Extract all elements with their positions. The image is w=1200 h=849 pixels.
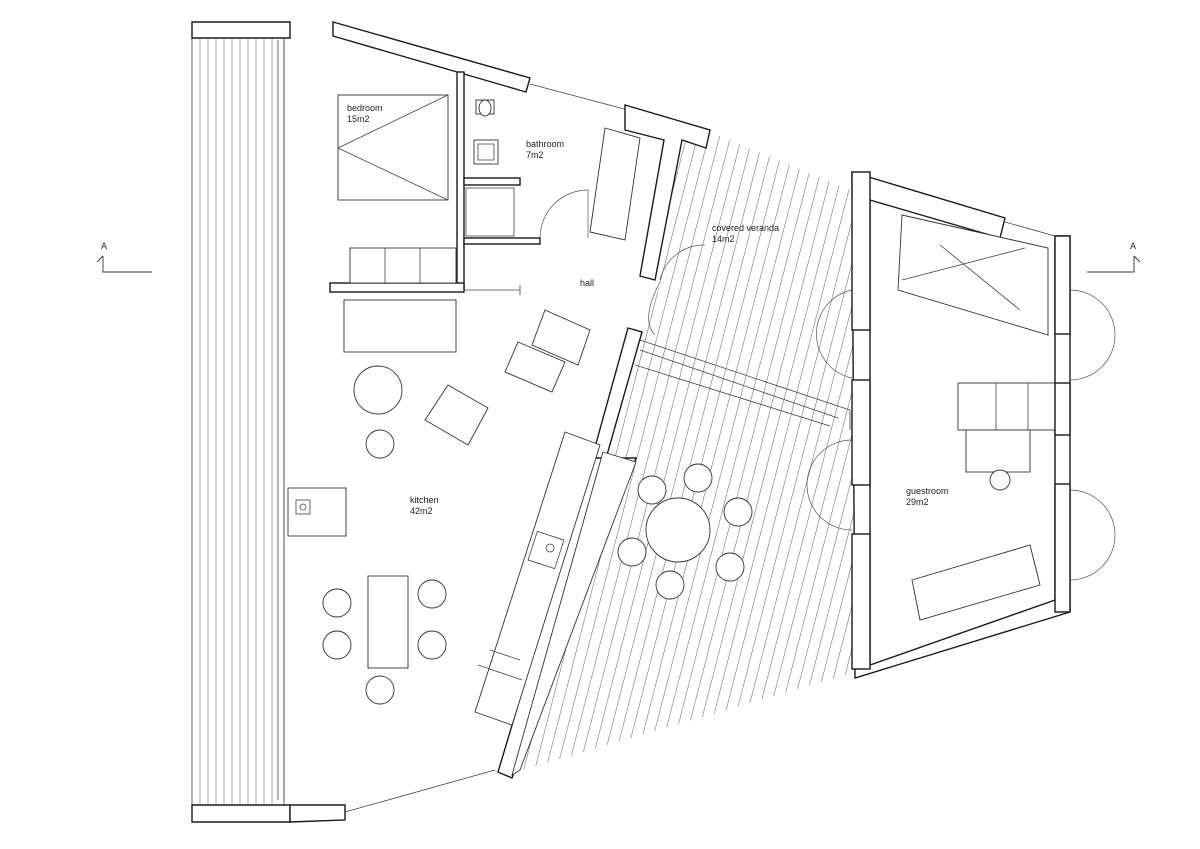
bedroom-furniture [337, 94, 457, 284]
wardrobe [349, 247, 457, 284]
left-terrace-deck [191, 29, 285, 821]
bedroom-area: 15m2 [347, 114, 370, 124]
veranda-area: 14m2 [712, 234, 735, 244]
desk [965, 429, 1031, 473]
kitchen-sink [527, 530, 565, 570]
section-marker-left-label: A [101, 241, 107, 251]
dining-table [367, 575, 409, 669]
section-marker-left: A [96, 241, 152, 273]
kitchen-furniture [287, 299, 601, 726]
room-labels: bedroom 15m2 bathroom 7m2 hall covered v… [347, 103, 949, 516]
bathroom-fixtures [465, 99, 641, 241]
bath-cabinet [465, 187, 515, 237]
kitchen-counter [474, 431, 601, 726]
round-table [645, 497, 711, 563]
hall-name: hall [580, 278, 594, 288]
section-marker-right-label: A [1130, 241, 1136, 251]
chair [417, 630, 447, 660]
chair [417, 579, 447, 609]
guest-sofa [911, 544, 1041, 621]
guestroom-area: 29m2 [906, 497, 929, 507]
bed [337, 94, 449, 201]
sofa [957, 382, 1059, 431]
armchair [424, 384, 489, 446]
guestroom-name: guestroom [906, 486, 949, 496]
veranda-furniture [511, 451, 753, 776]
guest-bed [897, 214, 1049, 336]
round-table [353, 365, 403, 415]
sofa [343, 299, 457, 353]
hall-furniture [464, 244, 706, 393]
stool [365, 429, 395, 459]
chair [322, 630, 352, 660]
section-marker-right: A [1087, 241, 1141, 273]
bedroom-name: bedroom [347, 103, 383, 113]
chair [365, 675, 395, 705]
guestroom [806, 171, 1116, 679]
chair [322, 588, 352, 618]
kitchen-area: 42m2 [410, 506, 433, 516]
sink-unit [287, 487, 347, 537]
bathroom-name: bathroom [526, 139, 564, 149]
bathroom-area: 7m2 [526, 150, 544, 160]
kitchen-name: kitchen [410, 495, 439, 505]
veranda-name: covered veranda [712, 223, 779, 233]
